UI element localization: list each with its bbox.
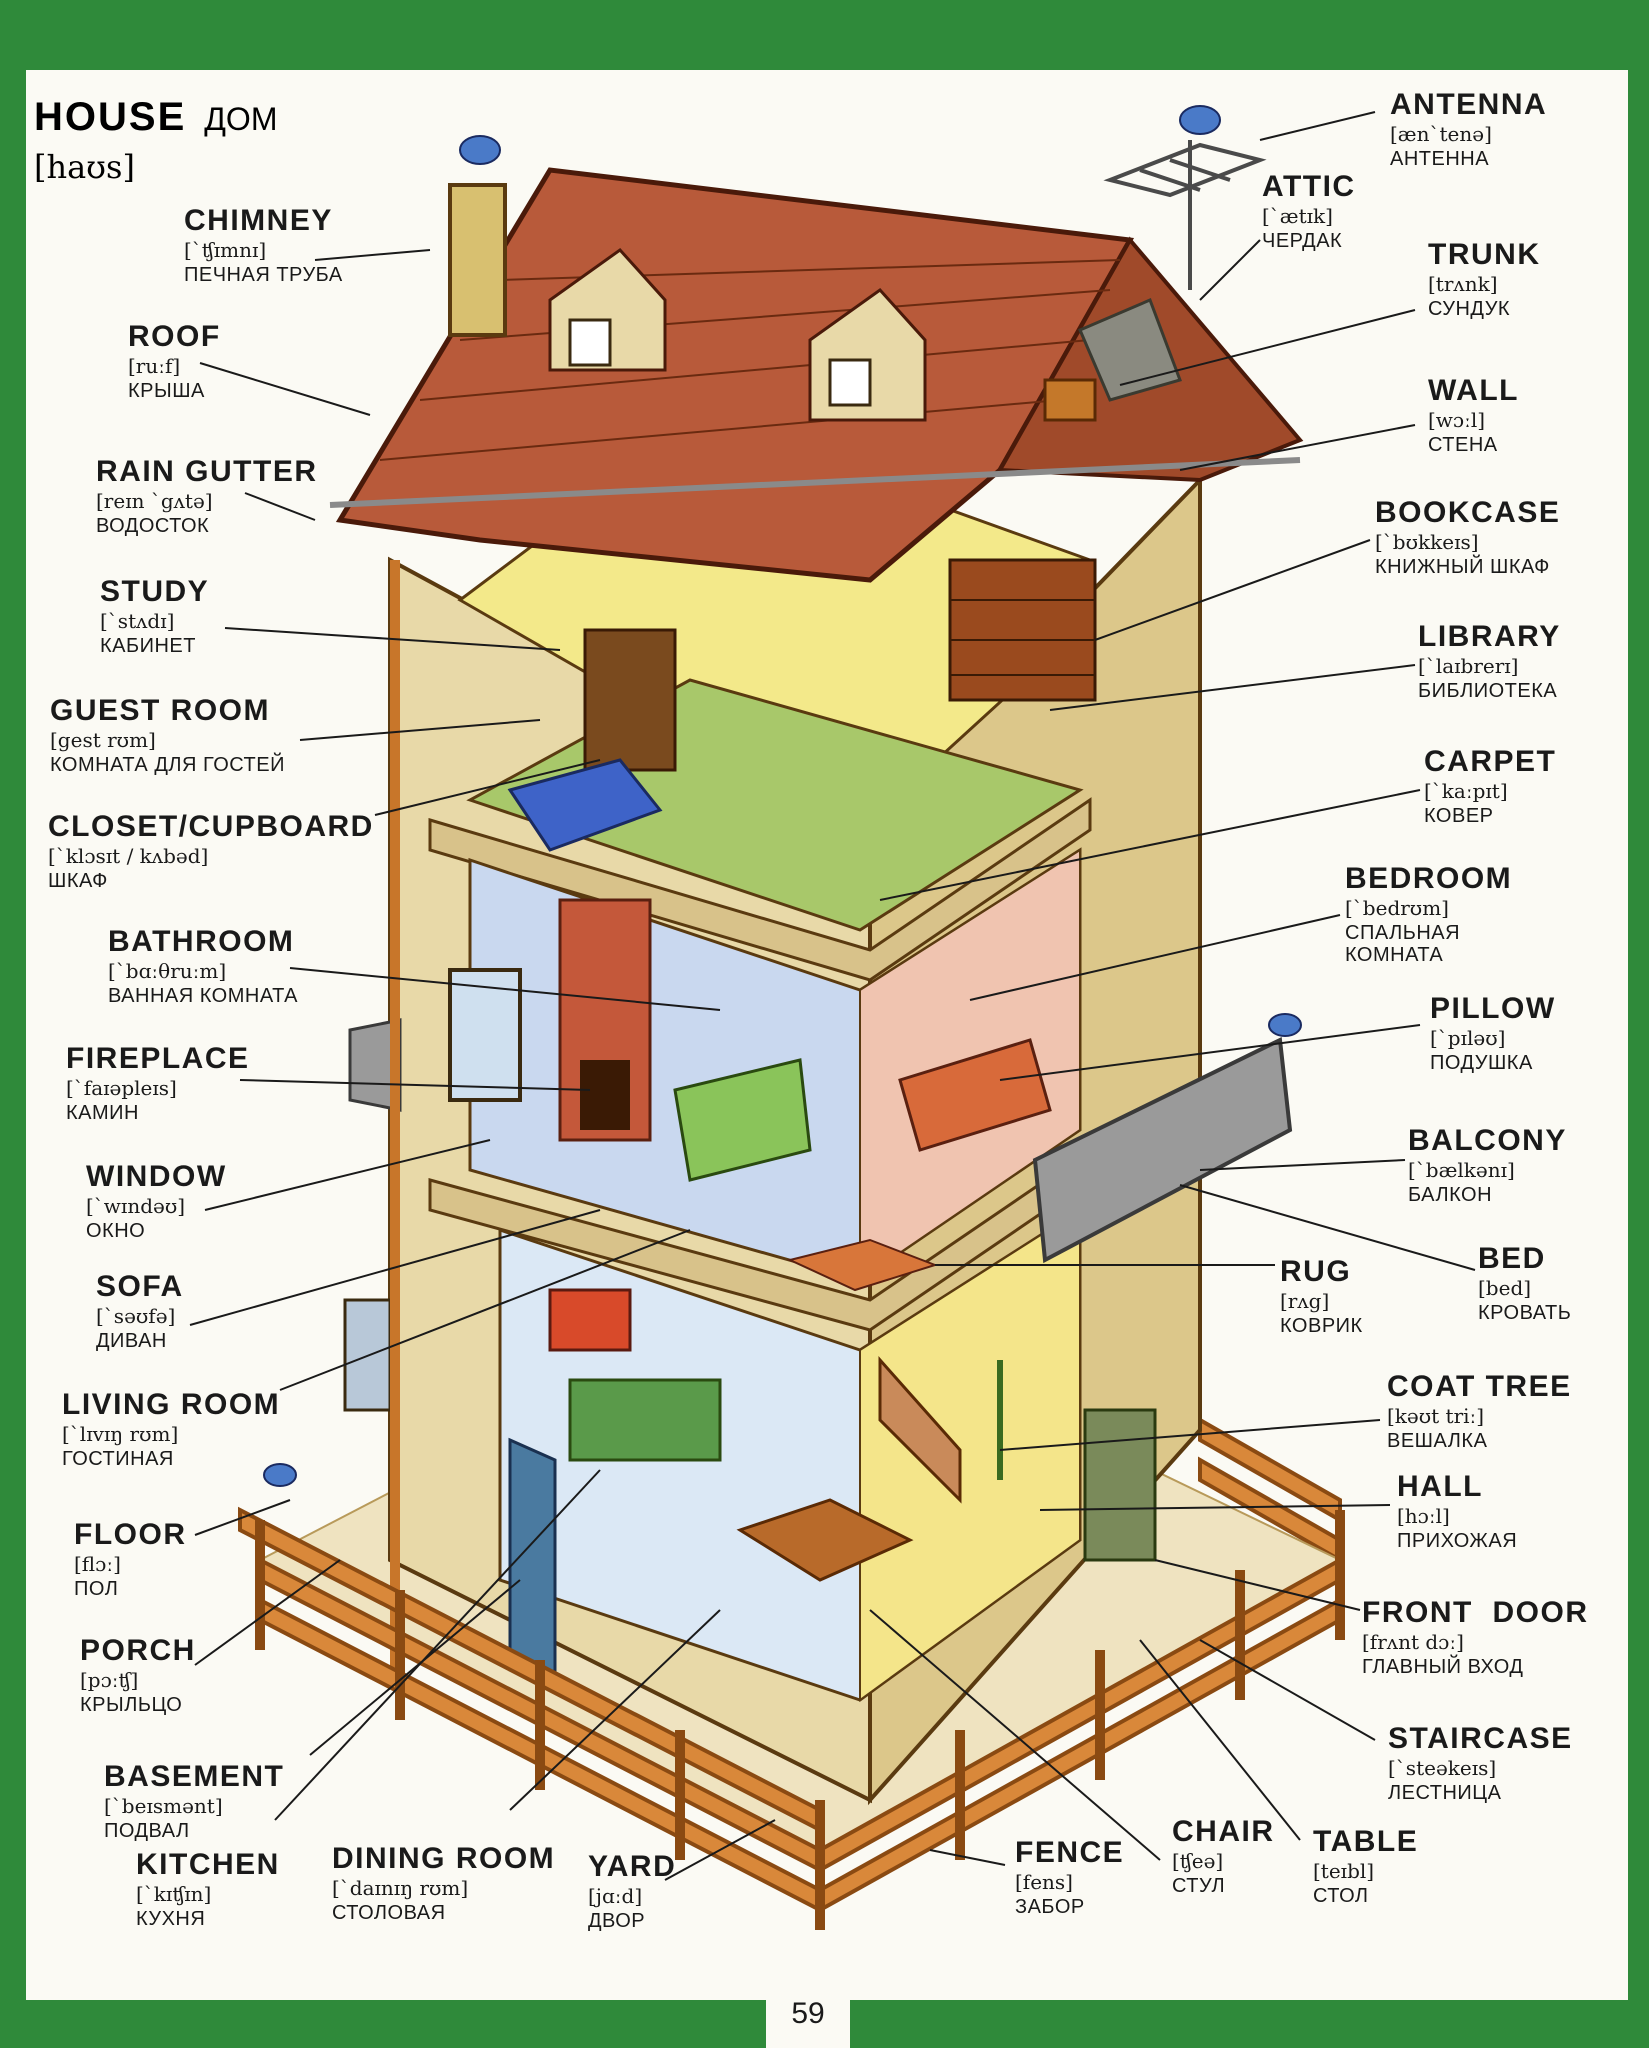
page-number: 59 xyxy=(766,1980,850,2048)
label-yard: YARD[jɑːd]ДВОР xyxy=(588,1850,677,1932)
hall-wall xyxy=(859,1208,1081,1702)
title-english: HOUSE xyxy=(34,95,187,139)
window xyxy=(448,968,522,1102)
label-table: TABLE[teɪbl]СТОЛ xyxy=(1313,1825,1419,1907)
label-hall: HALL[hɔːl]ПРИХОЖАЯ xyxy=(1397,1470,1518,1552)
side-window xyxy=(343,1298,392,1412)
closet xyxy=(583,628,677,772)
label-sofa: SOFA[`səʊfə]ДИВАН xyxy=(96,1270,184,1352)
label-floor: FLOOR[flɔː]ПОЛ xyxy=(74,1518,187,1600)
label-bathroom: BATHROOM[`bɑːθruːm]ВАННАЯ КОМНАТА xyxy=(108,925,298,1007)
label-front-door: FRONT DOOR[frʌnt dɔː]ГЛАВНЫЙ ВХОД xyxy=(1362,1596,1589,1678)
trunk xyxy=(1043,378,1097,422)
label-library: LIBRARY[`laɪbrerɪ]БИБЛИОТЕКА xyxy=(1418,620,1561,702)
sofa xyxy=(673,1058,812,1182)
label-fence: FENCE[fens]ЗАБОР xyxy=(1015,1836,1125,1918)
label-rug: RUG[rʌg]КОВРИК xyxy=(1280,1255,1363,1337)
front-door xyxy=(1083,1408,1157,1562)
label-living-room: LIVING ROOM[`lɪvɪŋ rʊm]ГОСТИНАЯ xyxy=(62,1388,281,1470)
label-trunk: TRUNK[trʌnk]СУНДУК xyxy=(1428,238,1541,320)
label-rain-gutter: RAIN GUTTER[reɪn `gʌtə]ВОДОСТОК xyxy=(96,455,318,537)
title-russian: ДОМ xyxy=(204,101,278,137)
label-antenna: ANTENNA[æn`tenə]АНТЕННА xyxy=(1390,88,1548,170)
dining-table xyxy=(736,1498,914,1582)
balcony xyxy=(1032,1036,1293,1264)
label-study: STUDY[`stʌdɪ]КАБИНЕТ xyxy=(100,575,210,657)
label-fireplace: FIREPLACE[`faɪəpleɪs]КАМИН xyxy=(66,1042,250,1124)
label-pillow: PILLOW[`pɪləʊ]ПОДУШКА xyxy=(1430,992,1556,1074)
label-wall: WALL[wɔːl]СТЕНА xyxy=(1428,374,1519,456)
label-basement: BASEMENT[`beɪsmənt]ПОДВАЛ xyxy=(104,1760,285,1842)
label-carpet: CARPET[`kaːpɪt]КОВЕР xyxy=(1424,745,1557,827)
page-title: HOUSE ДОМ [haʊs] xyxy=(34,95,277,186)
label-staircase: STAIRCASE[`steəkeɪs]ЛЕСТНИЦА xyxy=(1388,1722,1573,1804)
label-dining-room: DINING ROOM[`daɪnɪŋ rʊm]СТОЛОВАЯ xyxy=(332,1842,556,1924)
label-chimney: CHIMNEY[`ʧɪmnɪ]ПЕЧНАЯ ТРУБА xyxy=(184,204,343,286)
label-attic: ATTIC[`ætɪk]ЧЕРДАК xyxy=(1262,170,1356,252)
kitchen-hood xyxy=(548,1288,632,1352)
bookcase xyxy=(948,558,1097,702)
label-closet-cupboard: CLOSET/CUPBOARD[`klɔsɪt / kʌbəd]ШКАФ xyxy=(48,810,374,892)
title-transcription: [haʊs] xyxy=(34,148,135,186)
floor-slab-1 xyxy=(428,797,1092,982)
bird-icons xyxy=(263,105,1302,1487)
label-porch: PORCH[pɔːʧ]КРЫЛЬЦО xyxy=(80,1634,196,1716)
chimney xyxy=(448,183,507,337)
label-bed: BED[bed]КРОВАТЬ xyxy=(1478,1242,1572,1324)
label-balcony: BALCONY[`bælkənɪ]БАЛКОН xyxy=(1408,1124,1567,1206)
label-window: WINDOW[`wɪndəʊ]ОКНО xyxy=(86,1160,227,1242)
label-coat-tree: COAT TREE[kəʊt triː]ВЕШАЛКА xyxy=(1387,1370,1572,1452)
kitchen-counter xyxy=(568,1378,722,1462)
staircase xyxy=(878,1356,962,1504)
guest-bed xyxy=(507,758,663,852)
pointer-lines xyxy=(189,111,1476,1881)
bed xyxy=(898,1038,1052,1152)
antenna xyxy=(1103,140,1267,290)
label-bookcase: BOOKCASE[`bʊkkeɪs]КНИЖНЫЙ ШКАФ xyxy=(1375,496,1561,578)
label-chair: CHAIR[ʧeə]СТУЛ xyxy=(1172,1815,1275,1897)
label-kitchen: KITCHEN[`kɪʧɪn]КУХНЯ xyxy=(136,1848,280,1930)
label-guest-room: GUEST ROOM[gest rʊm]КОМНАТА ДЛЯ ГОСТЕЙ xyxy=(50,694,285,776)
label-roof: ROOF[ruːf]КРЫША xyxy=(128,320,221,402)
attic xyxy=(1078,298,1182,402)
label-bedroom: BEDROOM[`bedrʊm]СПАЛЬНАЯ КОМНАТА xyxy=(1345,862,1513,966)
